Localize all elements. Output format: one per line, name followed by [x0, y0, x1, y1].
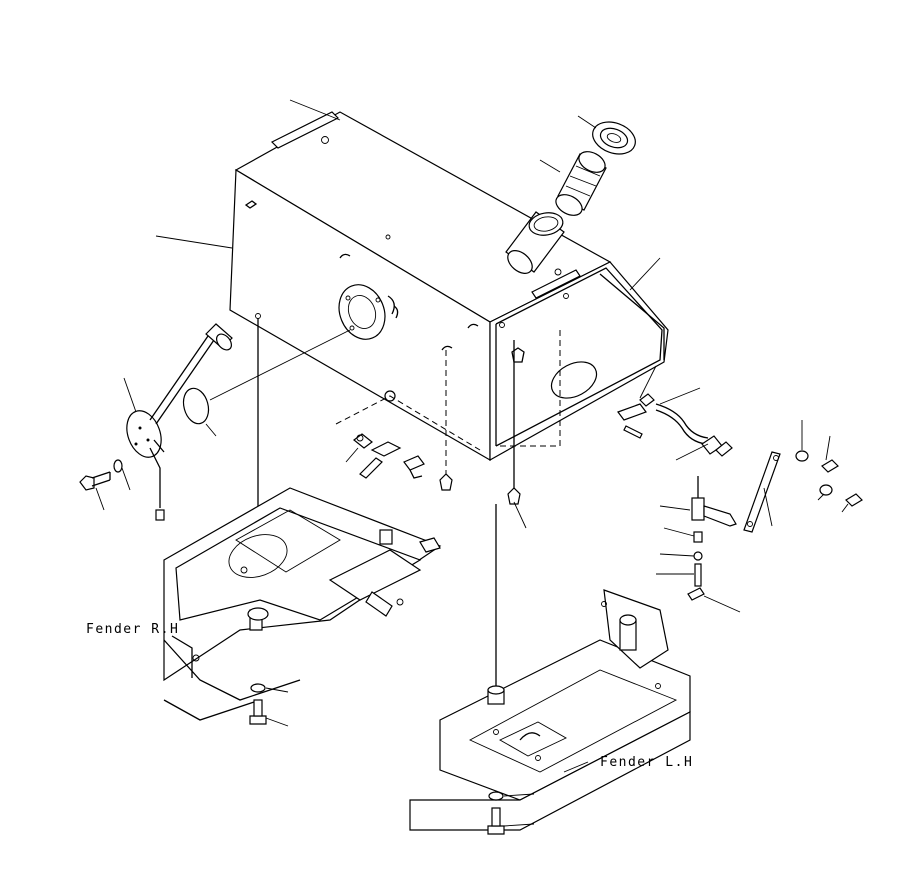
drain-valve [353, 390, 425, 479]
fender-rh-label: Fender R.H [86, 622, 180, 637]
fuel-sender [126, 323, 233, 521]
bracket-hardware [795, 450, 863, 507]
valve-dashed-line [335, 395, 481, 451]
lh-drain-plug [507, 487, 521, 505]
fuel-cap [592, 121, 636, 155]
sender-axis-line [209, 329, 351, 401]
filler-neck [505, 211, 565, 274]
sender-bolt [79, 459, 123, 491]
rh-mount-hardware [247, 607, 269, 725]
fuel-strainer [555, 151, 607, 216]
fender-lh [409, 589, 691, 831]
drain-plug-left [439, 473, 453, 491]
drain-hose-assembly [617, 393, 733, 457]
fender-rh [163, 487, 442, 721]
sender-gasket [182, 387, 210, 425]
fender-lh-label: Fender L.H [600, 755, 694, 770]
drain-route-dashed [496, 330, 561, 447]
leader-lines [95, 99, 849, 827]
drain-clip [441, 345, 453, 351]
drain-bracket [743, 451, 781, 533]
drain-cock [687, 476, 737, 601]
lh-mount-hardware [487, 791, 505, 835]
